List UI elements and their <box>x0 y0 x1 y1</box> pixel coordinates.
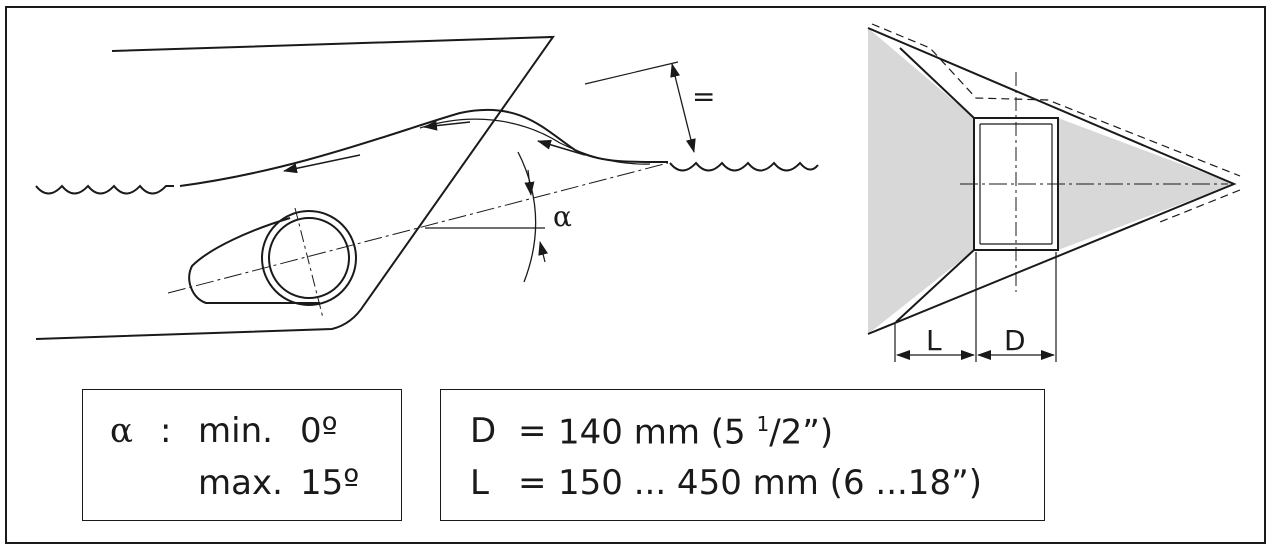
hull-shaded-fill <box>868 28 974 334</box>
tunnel-axis-vertical <box>294 207 324 319</box>
depth-arrow <box>670 63 696 153</box>
hull-top-line <box>35 35 555 340</box>
alpha-colon: : <box>160 411 172 451</box>
tunnel-centerline <box>167 162 669 294</box>
min-value: 0º <box>300 411 338 451</box>
angle-arc <box>517 151 537 283</box>
dim-D-eq: = <box>518 411 547 451</box>
label-equal: = <box>692 80 715 113</box>
depth-ref-line <box>584 61 679 85</box>
bow-outline <box>867 27 1237 335</box>
max-label: max. <box>198 463 283 503</box>
label-alpha: α <box>553 200 572 233</box>
dim-D-value: 140 mm (5 1/2”) <box>558 412 834 453</box>
angle-limits-box <box>82 389 402 521</box>
flow-arrow-1 <box>283 154 361 174</box>
dashed-hull-line <box>871 23 1241 223</box>
tunnel-entry-lower <box>895 249 975 323</box>
tunnel-entry-upper <box>899 47 975 119</box>
bow-section-view <box>867 23 1241 362</box>
dim-L-eq: = <box>518 463 547 503</box>
dim-L-value: 150 ... 450 mm (6 ...18”) <box>558 463 982 503</box>
alpha-symbol: α <box>110 411 133 451</box>
dim-D-frac-den: /2 <box>769 412 803 453</box>
flow-arrow-3 <box>537 139 586 156</box>
dim-L-symbol: L <box>470 463 489 503</box>
angle-arrow-bottom <box>538 241 549 263</box>
tunnel-outer <box>261 210 357 306</box>
water-left <box>35 184 174 195</box>
angle-arrow-top <box>524 169 535 196</box>
label-D: D <box>1004 324 1026 357</box>
tunnel-fairing <box>188 217 320 304</box>
hull-side-view <box>35 35 819 340</box>
dim-D-symbol: D <box>470 411 497 451</box>
min-label: min. <box>198 411 273 451</box>
water-right <box>669 161 819 172</box>
max-value: 15º <box>300 463 360 503</box>
water-flow-surface <box>179 108 669 187</box>
dimensions-box <box>440 389 1045 521</box>
tunnel-inner <box>268 217 350 299</box>
dim-D-frac-num: 1 <box>756 412 770 436</box>
label-L: L <box>926 324 942 357</box>
diagram-frame <box>5 6 1266 544</box>
water-flow-inner <box>419 118 651 165</box>
flow-arrow-2 <box>423 120 471 131</box>
